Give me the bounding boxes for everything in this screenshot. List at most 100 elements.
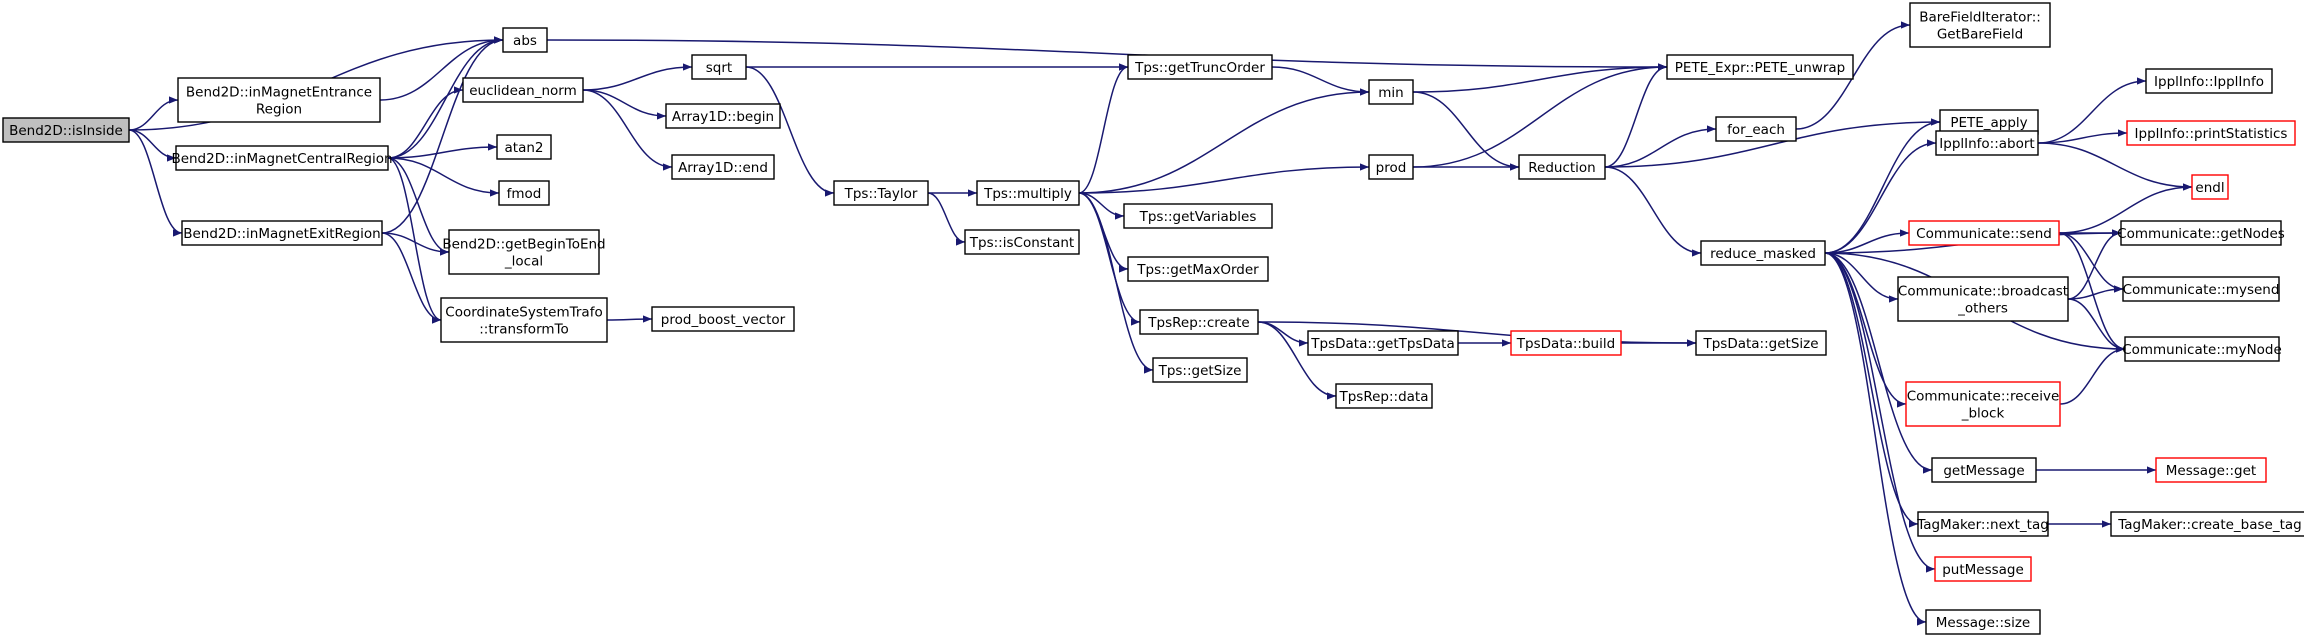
- function-node-getvars[interactable]: Tps::getVariables: [1123, 203, 1273, 229]
- function-node-isconstant[interactable]: Tps::isConstant: [964, 229, 1080, 255]
- function-node-mynode[interactable]: Communicate::myNode: [2122, 336, 2282, 362]
- call-edge-central-to-euclid: [387, 86, 464, 159]
- edge-arrow: [2058, 183, 2193, 234]
- function-node-databuild[interactable]: TpsData::build: [1510, 330, 1622, 356]
- function-node-central[interactable]: Bend2D::inMagnetCentralRegion: [171, 145, 393, 171]
- node-box: [2122, 276, 2280, 302]
- function-node-fmod[interactable]: fmod: [498, 180, 550, 206]
- function-node-begintoend[interactable]: Bend2D::getBeginToEnd_local: [442, 229, 606, 275]
- function-node-endl[interactable]: endl: [2191, 174, 2229, 200]
- function-node-atan2[interactable]: atan2: [496, 134, 552, 160]
- node-box: [1931, 457, 2037, 483]
- edge-arrow: [128, 129, 177, 162]
- edge-arrow: [387, 157, 442, 324]
- edge-arrow: [582, 63, 693, 91]
- function-node-arrend[interactable]: Array1D::end: [671, 154, 775, 180]
- function-node-printstats[interactable]: IpplInfo::printStatistics: [2126, 120, 2296, 146]
- function-node-nexttag[interactable]: TagMaker::next_tag: [1916, 511, 2049, 537]
- function-node-pete[interactable]: PETE_Expr::PETE_unwrap: [1666, 54, 1854, 80]
- function-node-prodboost[interactable]: prod_boost_vector: [651, 306, 795, 332]
- function-node-putmessage[interactable]: putMessage: [1934, 556, 2032, 582]
- call-edge-multiply-to-min: [1078, 88, 1370, 194]
- edge-arrow: [1604, 125, 1717, 168]
- node-box: [1695, 330, 1827, 356]
- node-label-line: abs: [513, 33, 537, 49]
- function-node-mysend[interactable]: Communicate::mysend: [2122, 276, 2280, 302]
- function-node-euclid[interactable]: euclidean_norm: [462, 77, 584, 103]
- node-label-line: Tps::getMaxOrder: [1136, 262, 1259, 278]
- edge-arrow: [387, 157, 450, 256]
- node-box: [440, 297, 608, 343]
- node-box: [964, 229, 1080, 255]
- function-node-peteapply[interactable]: PETE_apply: [1939, 109, 2039, 135]
- function-node-commsend[interactable]: Communicate::send: [1908, 220, 2060, 246]
- node-label-line: GetBareField: [1937, 27, 2023, 43]
- node-label-line: TagMaker::next_tag: [1916, 517, 2049, 533]
- node-box: [1909, 2, 2051, 48]
- node-box: [1908, 220, 2060, 246]
- call-edge-commreceive-to-mynode: [2059, 345, 2126, 405]
- node-box: [665, 103, 781, 129]
- function-node-barefield[interactable]: BareFieldIterator::GetBareField: [1909, 2, 2051, 48]
- node-box: [2, 117, 130, 143]
- function-node-coordtrafo[interactable]: CoordinateSystemTrafo::transformTo: [440, 297, 608, 343]
- function-node-taylor[interactable]: Tps::Taylor: [833, 180, 929, 206]
- call-edge-multiply-to-gettrunc: [1078, 63, 1129, 194]
- node-label-line: _others: [1957, 301, 2008, 317]
- call-edge-isinside-to-central: [128, 129, 177, 162]
- function-node-multiply[interactable]: Tps::multiply: [976, 180, 1080, 206]
- function-node-getmessage[interactable]: getMessage: [1931, 457, 2037, 483]
- function-node-exit[interactable]: Bend2D::inMagnetExitRegion: [181, 220, 383, 246]
- function-node-getsizetps[interactable]: Tps::getSize: [1152, 357, 1248, 383]
- node-label-line: Communicate::send: [1916, 226, 2052, 242]
- call-edge-repcreate-to-datagetsize: [1257, 321, 1697, 347]
- function-node-commbroadcast[interactable]: Communicate::broadcast_others: [1897, 276, 2069, 322]
- function-node-repcreate[interactable]: TpsRep::create: [1139, 309, 1259, 335]
- function-node-getnodes[interactable]: Communicate::getNodes: [2117, 220, 2285, 246]
- node-label-line: getMessage: [1943, 463, 2024, 479]
- function-node-gettpsdata[interactable]: TpsData::getTpsData: [1307, 330, 1459, 356]
- node-box: [1518, 154, 1606, 180]
- function-node-isinside: Bend2D::isInside: [2, 117, 130, 143]
- function-node-prod[interactable]: prod: [1368, 154, 1414, 180]
- edge-arrow: [2067, 229, 2122, 300]
- node-label-line: sqrt: [706, 60, 732, 76]
- function-node-sqrt[interactable]: sqrt: [691, 54, 747, 80]
- function-node-abs[interactable]: abs: [502, 27, 548, 53]
- node-box: [1935, 130, 2039, 156]
- function-node-commreceive[interactable]: Communicate::receive_block: [1905, 381, 2061, 427]
- node-box: [175, 145, 389, 171]
- function-node-ipplabort[interactable]: IpplInfo::abort: [1935, 130, 2039, 156]
- node-label-line: euclidean_norm: [469, 83, 577, 99]
- node-box: [976, 180, 1080, 206]
- function-node-reducemasked[interactable]: reduce_masked: [1700, 240, 1826, 266]
- function-node-min[interactable]: min: [1368, 79, 1414, 105]
- function-node-gettrunc[interactable]: Tps::getTruncOrder: [1127, 54, 1273, 80]
- call-edge-min-to-pete: [1412, 63, 1668, 93]
- edge-arrow: [1078, 192, 1154, 374]
- function-node-getmaxorder[interactable]: Tps::getMaxOrder: [1127, 256, 1269, 282]
- function-node-ipplinfo[interactable]: IpplInfo::IpplInfo: [2145, 68, 2273, 94]
- function-node-msgsize[interactable]: Message::size: [1925, 609, 2041, 635]
- node-box: [462, 77, 584, 103]
- edge-arrow: [546, 39, 1668, 71]
- function-node-msgget[interactable]: Message::get: [2155, 457, 2267, 483]
- function-node-datagetsize[interactable]: TpsData::getSize: [1695, 330, 1827, 356]
- function-node-repdata[interactable]: TpsRep::data: [1335, 383, 1433, 409]
- node-label-line: Communicate::getNodes: [2117, 226, 2285, 242]
- node-label-line: prod: [1376, 160, 1407, 176]
- node-label-line: Tps::isConstant: [969, 235, 1074, 251]
- edge-arrow: [1604, 63, 1668, 168]
- function-node-arrbegin[interactable]: Array1D::begin: [665, 103, 781, 129]
- function-node-createbasetag[interactable]: TagMaker::create_base_tag: [2110, 511, 2304, 537]
- edge-arrow: [128, 129, 183, 237]
- function-node-foreach[interactable]: for_each: [1715, 116, 1797, 142]
- call-edges: [128, 21, 2193, 626]
- node-box: [1152, 357, 1248, 383]
- node-box: [1127, 256, 1269, 282]
- edge-arrow: [1824, 252, 1919, 528]
- node-label-line: IpplInfo::IpplInfo: [2154, 74, 2264, 90]
- call-edge-isinside-to-entrance: [128, 96, 179, 131]
- function-node-reduction[interactable]: Reduction: [1518, 154, 1606, 180]
